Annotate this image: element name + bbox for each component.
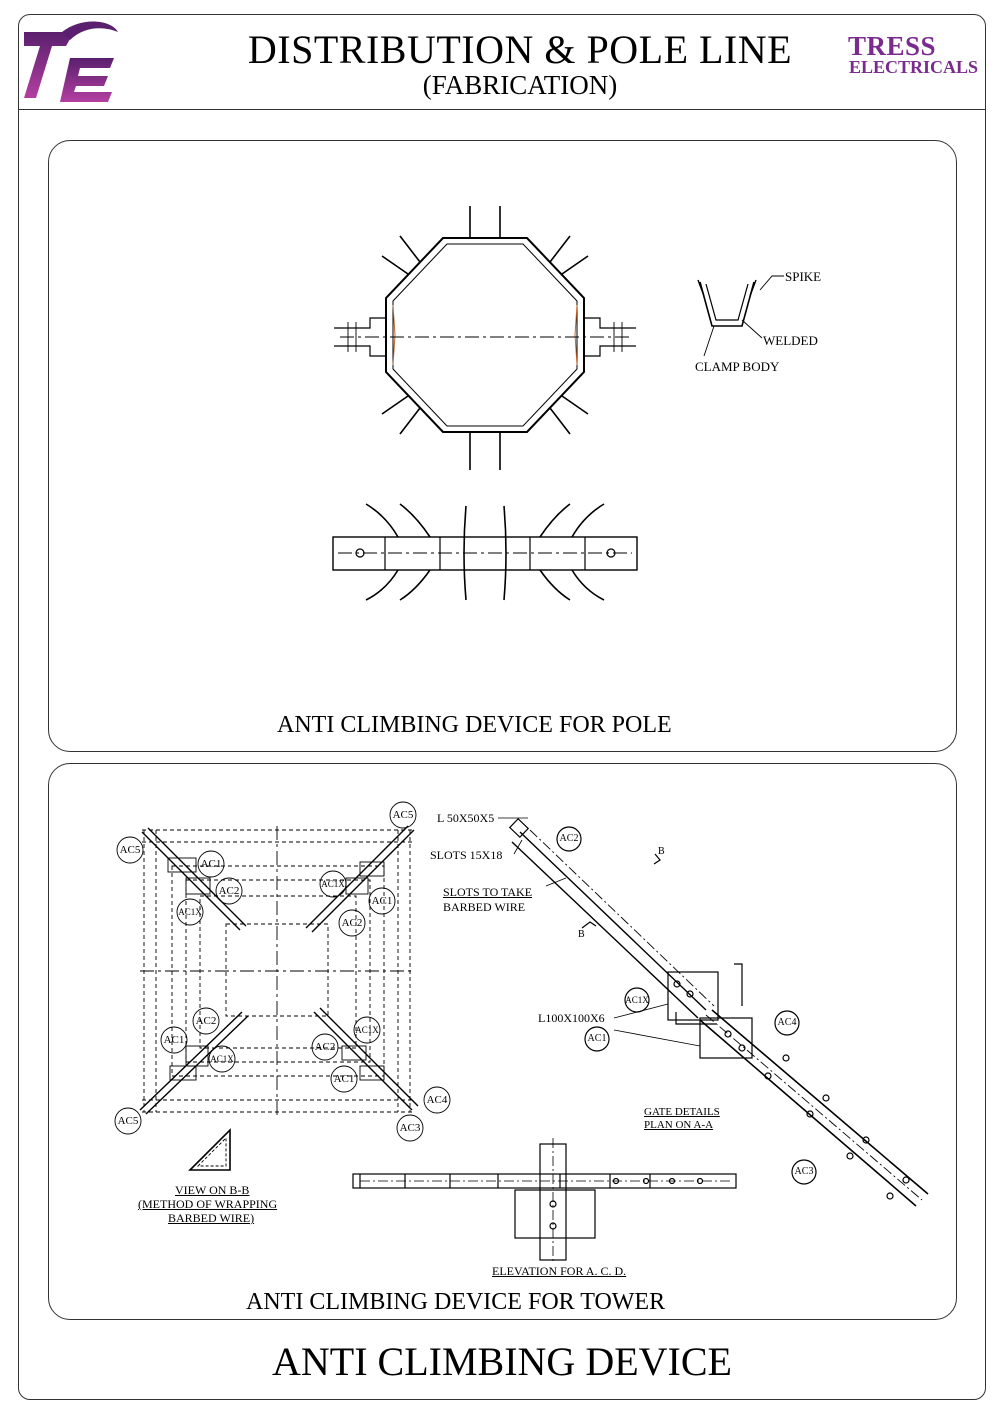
label-slots-wire-2: BARBED WIRE xyxy=(443,900,526,914)
tag-ac2-d: AC2 xyxy=(314,1041,336,1053)
gate-tag-ac1x: AC1X xyxy=(625,995,649,1005)
gate-details xyxy=(498,817,929,1207)
label-slots-wire-1: SLOTS TO TAKE xyxy=(443,885,533,899)
label-gate-title-2: PLAN ON A-A xyxy=(644,1119,714,1131)
label-section-b: B xyxy=(658,846,665,857)
label-spike: SPIKE xyxy=(785,269,822,284)
view-bb xyxy=(188,1128,231,1171)
tag-ac1x-b: AC1X xyxy=(321,879,345,889)
tower-caption: ANTI CLIMBING DEVICE FOR TOWER xyxy=(246,1289,666,1315)
label-angle-small: L 50X50X5 xyxy=(437,811,495,825)
label-gate-title-1: GATE DETAILS xyxy=(644,1106,720,1118)
brand-line-1: TRESS xyxy=(848,31,937,61)
view-bb-line-1: VIEW ON B-B xyxy=(175,1183,250,1197)
brand-name: TRESS ELECTRICALS xyxy=(848,31,979,77)
label-welded: WELDED xyxy=(763,333,818,348)
page-subtitle: (FABRICATION) xyxy=(422,70,618,100)
tag-ac1-d: AC1 xyxy=(333,1073,355,1085)
drawing-title: ANTI CLIMBING DEVICE xyxy=(272,1339,732,1384)
tag-ac3: AC3 xyxy=(399,1122,421,1134)
gate-tag-ac4: AC4 xyxy=(777,1017,797,1028)
view-bb-line-2: (METHOD OF WRAPPING xyxy=(138,1197,278,1211)
pole-panel xyxy=(48,140,957,752)
tag-ac1-c: AC1 xyxy=(163,1034,185,1046)
clamp-detail xyxy=(697,275,784,357)
gate-tag-ac2: AC2 xyxy=(559,833,579,844)
tag-ac5-tr: AC5 xyxy=(392,809,414,821)
tag-ac1x-a: AC1X xyxy=(178,907,202,917)
brand-line-2: ELECTRICALS xyxy=(849,57,979,77)
label-slots: SLOTS 15X18 xyxy=(430,848,503,862)
label-elevation: ELEVATION FOR A. C. D. xyxy=(492,1264,627,1278)
tag-ac4: AC4 xyxy=(426,1094,448,1106)
tag-ac2-b: AC2 xyxy=(341,917,363,929)
pole-caption: ANTI CLIMBING DEVICE FOR POLE xyxy=(277,712,672,738)
page-title: DISTRIBUTION & POLE LINE xyxy=(247,27,793,72)
tag-ac5-tl: AC5 xyxy=(119,844,141,856)
title-block xyxy=(18,14,986,110)
tower-panel xyxy=(48,763,957,1320)
tag-ac1x-d: AC1X xyxy=(355,1025,379,1035)
tag-ac1x-c: AC1X xyxy=(210,1054,234,1064)
label-angle-large: L100X100X6 xyxy=(538,1011,605,1025)
tag-ac5-bl: AC5 xyxy=(117,1115,139,1127)
tower-elevation xyxy=(352,1138,737,1264)
gate-tag-ac3: AC3 xyxy=(794,1166,814,1177)
gate-tag-ac1: AC1 xyxy=(587,1033,607,1044)
company-logo-icon xyxy=(24,21,118,102)
pole-plan-view xyxy=(334,206,636,470)
tower-plan-view xyxy=(114,801,451,1142)
label-clamp-body: CLAMP BODY xyxy=(695,359,780,374)
tag-ac2-a: AC2 xyxy=(218,885,240,897)
label-section-b2: B xyxy=(578,929,585,940)
pole-elevation-view xyxy=(332,503,638,601)
drawing-sheet xyxy=(18,14,986,1400)
tag-ac1-b: AC1 xyxy=(371,895,393,907)
view-bb-line-3: BARBED WIRE) xyxy=(168,1211,255,1225)
tag-ac2-c: AC2 xyxy=(195,1015,217,1027)
tag-ac1-a: AC1 xyxy=(200,858,222,870)
